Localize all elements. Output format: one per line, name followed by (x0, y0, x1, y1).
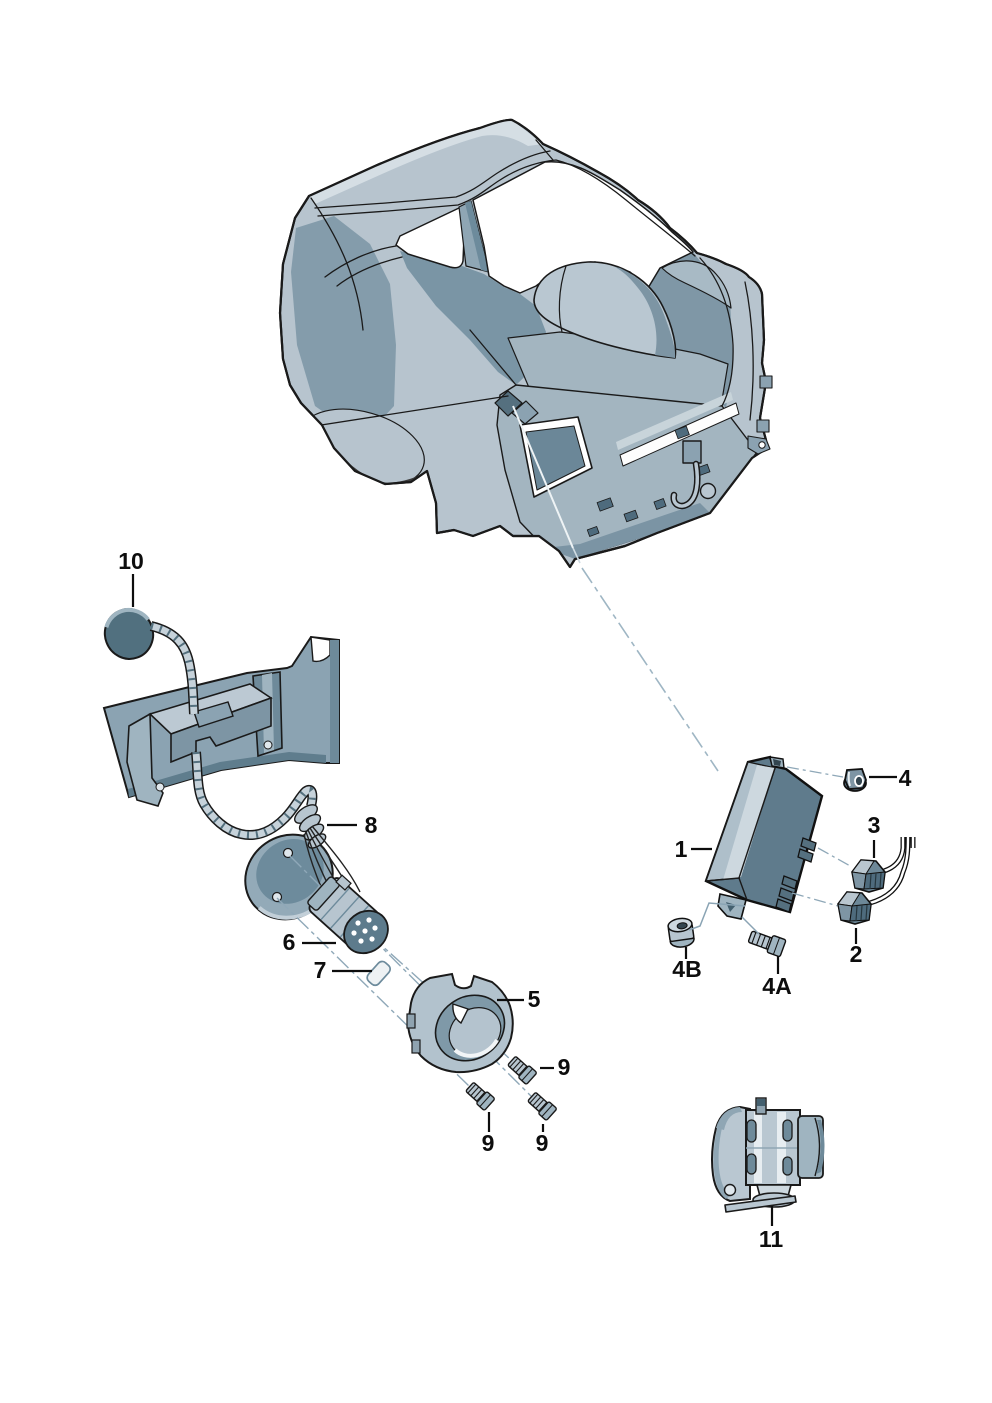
svg-text:8: 8 (365, 812, 378, 838)
svg-text:9: 9 (482, 1130, 495, 1156)
svg-text:4: 4 (899, 765, 912, 791)
svg-text:10: 10 (118, 548, 144, 574)
svg-text:1: 1 (675, 836, 688, 862)
svg-text:5: 5 (528, 986, 541, 1012)
svg-text:6: 6 (283, 929, 296, 955)
svg-text:9: 9 (536, 1130, 549, 1156)
svg-text:4A: 4A (762, 973, 791, 999)
svg-text:7: 7 (314, 957, 327, 983)
svg-text:9: 9 (558, 1054, 571, 1080)
svg-text:11: 11 (759, 1226, 784, 1252)
svg-text:4B: 4B (672, 956, 701, 982)
svg-text:2: 2 (850, 941, 863, 967)
svg-text:3: 3 (868, 812, 881, 838)
